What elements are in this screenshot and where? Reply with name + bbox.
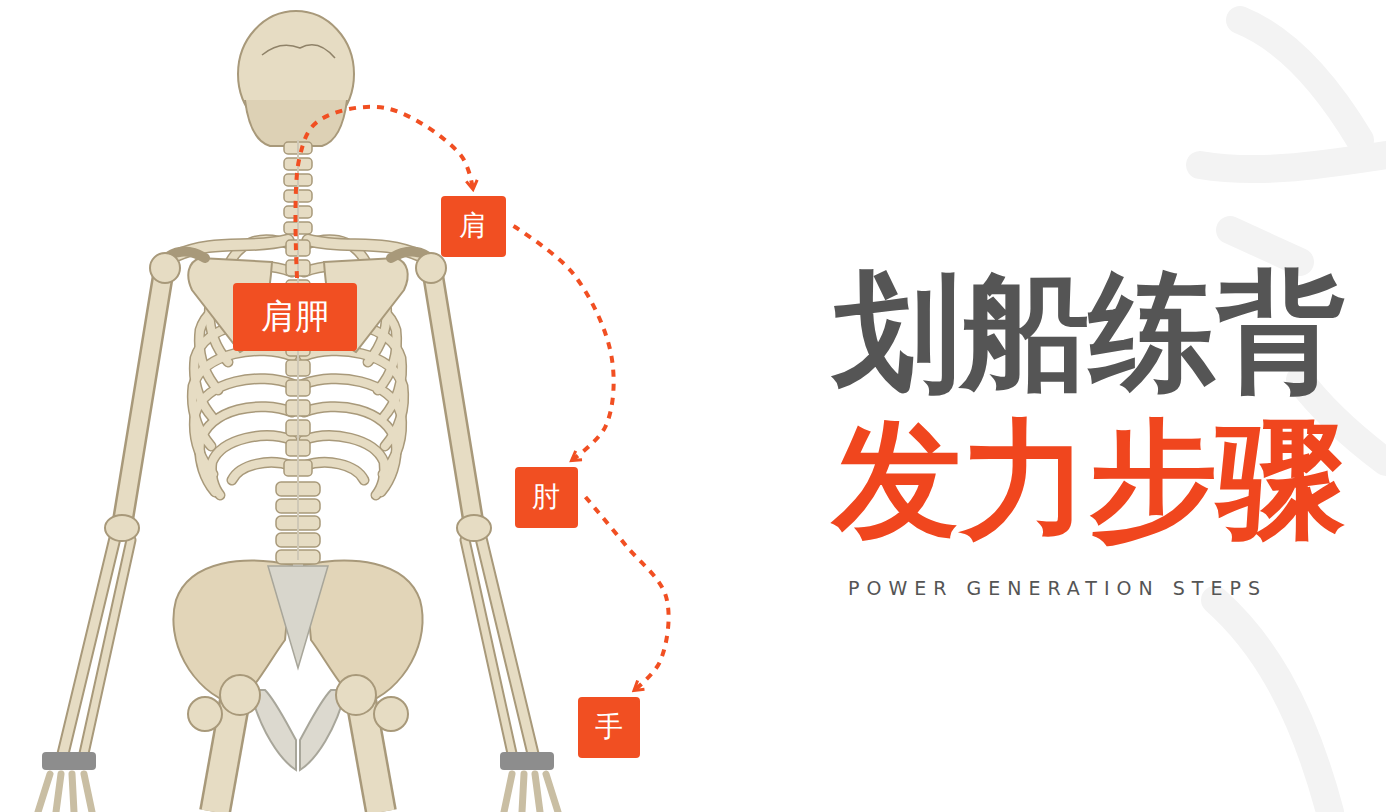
box-label: 肘 [532,481,560,513]
sub-title: 发力步骤 [833,410,1345,551]
main-title: 划船练背 [833,262,1345,403]
watermark-strokes-part [1200,155,1386,169]
label-box: 手 [578,697,640,758]
box-label: 肩胛 [261,297,329,336]
english-subtitle: POWER GENERATION STEPS [848,578,1267,599]
skull-part [262,45,335,58]
flow-arrow [586,497,669,691]
skull-part [245,100,347,146]
label-box: 肩胛 [233,283,357,351]
flow-arrow [514,226,614,461]
spine [268,140,328,668]
watermark-strokes-part [1215,600,1330,812]
spine-part [268,566,328,668]
label-box: 肩 [441,196,506,257]
box-label: 手 [595,711,623,743]
box-label: 肩 [459,210,487,242]
watermark-strokes-part [1230,230,1300,262]
label-box: 肘 [515,467,578,528]
watermark-strokes-part [1240,20,1360,140]
skull [238,11,354,146]
